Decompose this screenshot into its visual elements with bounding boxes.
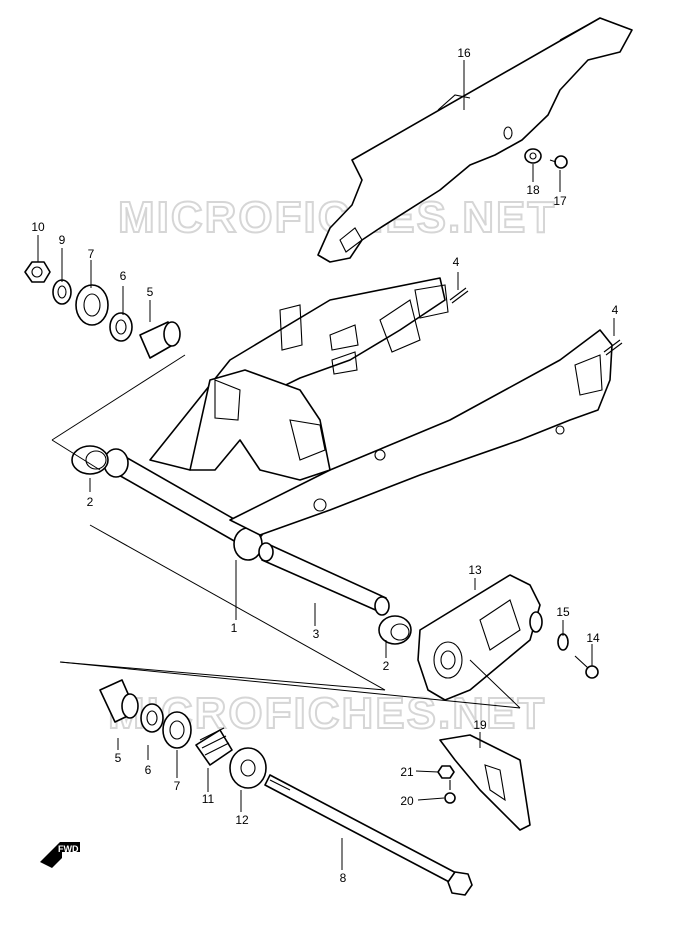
swingarm[interactable]	[103, 277, 613, 561]
rear-axle[interactable]	[264, 774, 473, 896]
pivot-sleeve[interactable]	[258, 542, 390, 616]
callout-21: 21	[400, 765, 414, 779]
callout-8: 8	[340, 871, 347, 885]
buffer-bolt[interactable]	[574, 655, 599, 679]
callout-9: 9	[59, 233, 66, 247]
assembly-guide-lines	[51, 354, 521, 709]
callout-6-upper: 6	[120, 269, 127, 283]
callout-7-lower: 7	[174, 779, 181, 793]
callout-15: 15	[556, 605, 570, 619]
adjuster-bolt-upper[interactable]	[449, 287, 469, 304]
callout-11: 11	[202, 792, 215, 806]
callout-19: 19	[473, 718, 487, 732]
callout-7-upper: 7	[88, 247, 95, 261]
callout-4-right: 4	[612, 303, 619, 317]
oil-seal-lower[interactable]	[162, 711, 192, 749]
callout-10: 10	[31, 220, 45, 234]
spacer-washer-lower[interactable]	[140, 703, 164, 733]
callout-13: 13	[468, 563, 482, 577]
callout-1: 1	[231, 621, 238, 635]
callout-17: 17	[553, 194, 567, 208]
oil-seal-upper[interactable]	[75, 284, 109, 326]
callout-2-left: 2	[87, 495, 94, 509]
buffer-collar[interactable]	[557, 633, 569, 651]
callout-4-upper: 4	[453, 255, 460, 269]
callout-18: 18	[526, 183, 540, 197]
callout-3: 3	[313, 627, 320, 641]
guide-nut[interactable]	[437, 765, 455, 779]
callout-12: 12	[235, 813, 249, 827]
chain-guide[interactable]	[439, 734, 531, 831]
callout-numbers: 1 2 2 3 4 4 5 5 6 6 7 7 8 9 10 11 12 13 …	[31, 46, 618, 885]
needle-bearing-left[interactable]	[71, 445, 109, 475]
callout-16: 16	[457, 46, 471, 60]
adjuster-bolt-right[interactable]	[603, 339, 623, 356]
spacer-collar-upper[interactable]	[139, 321, 181, 359]
guide-bolt[interactable]	[444, 780, 456, 804]
chain-case-collar[interactable]	[524, 148, 542, 164]
axle-adjuster[interactable]	[229, 747, 267, 789]
pivot-nut[interactable]	[24, 261, 51, 283]
callout-2-right: 2	[383, 659, 390, 673]
spacer-washer-upper[interactable]	[109, 312, 133, 342]
callout-6-lower: 6	[145, 763, 152, 777]
callout-5-lower: 5	[115, 751, 122, 765]
spacer-collar-lower[interactable]	[99, 679, 139, 723]
fwd-label: FWD	[58, 844, 79, 854]
fwd-direction-arrow: FWD	[40, 842, 80, 868]
chain-case-bolt[interactable]	[549, 155, 568, 169]
callout-20: 20	[400, 794, 414, 808]
callout-5-upper: 5	[147, 285, 154, 299]
thrust-spring[interactable]	[195, 727, 233, 766]
chain-buffer[interactable]	[417, 574, 543, 701]
chain-case[interactable]	[317, 17, 633, 263]
callout-14: 14	[586, 631, 600, 645]
needle-bearing-right[interactable]	[378, 615, 412, 645]
watermark-upper: MICROFICHES.NET	[118, 193, 556, 242]
callout-leaders	[37, 60, 615, 870]
washer-upper[interactable]	[52, 279, 72, 305]
